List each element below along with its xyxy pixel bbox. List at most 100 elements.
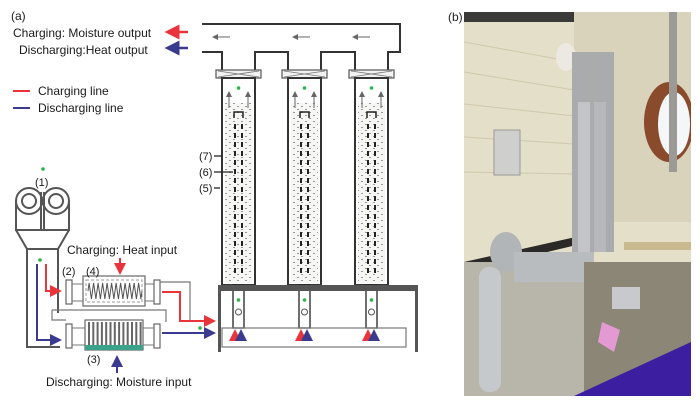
humidifier-fin: [118, 322, 121, 345]
sensor-dot: [302, 86, 307, 90]
heat-exchange-fin: [307, 196, 309, 201]
heat-exchange-fin: [241, 133, 243, 138]
heat-exchange-fin: [241, 241, 243, 246]
heat-exchange-fin: [300, 169, 302, 174]
heat-exchange-fin: [307, 268, 309, 273]
heat-exchange-fin: [234, 214, 236, 219]
humidifier-fin: [139, 322, 142, 345]
heat-exchange-fin: [234, 205, 236, 210]
heat-exchange-fin: [367, 151, 369, 156]
heat-exchange-fin: [234, 151, 236, 156]
component-label-7: (7): [199, 151, 212, 163]
sensor-dot: [302, 298, 307, 302]
heat-exchange-fin: [367, 250, 369, 255]
heat-exchange-fin: [241, 250, 243, 255]
heat-exchange-fin: [241, 187, 243, 192]
inlet-valve: [301, 308, 308, 316]
heat-exchange-fin: [374, 241, 376, 246]
heat-exchange-fin: [234, 196, 236, 201]
heat-exchange-fin: [300, 196, 302, 201]
component-label-6: (6): [199, 167, 212, 179]
heat-exchange-fin: [367, 142, 369, 147]
heat-exchange-fin: [307, 205, 309, 210]
heat-exchange-fin: [300, 133, 302, 138]
heat-exchange-fin: [241, 205, 243, 210]
charging-moisture-output-label: Charging: Moisture output: [13, 26, 152, 40]
heat-exchange-fin: [241, 232, 243, 237]
heat-exchange-fin: [367, 178, 369, 183]
heat-exchange-fin: [234, 232, 236, 237]
heat-exchange-fin: [241, 169, 243, 174]
heat-exchange-fin: [374, 160, 376, 165]
inlet-pipe: [232, 284, 245, 329]
base-plenum: [218, 285, 418, 352]
discharging-heat-output-label: Discharging:Heat output: [19, 43, 148, 57]
heat-exchange-fin: [307, 142, 309, 147]
sensor-dot: [198, 326, 202, 330]
heat-exchange-fin: [307, 169, 309, 174]
sensor-dot: [369, 86, 374, 90]
heat-exchange-fin: [300, 259, 302, 264]
heat-exchange-fin: [300, 142, 302, 147]
sensor-dot: [236, 298, 241, 302]
heat-exchange-fin: [374, 214, 376, 219]
heat-exchange-fin: [234, 241, 236, 246]
sorbent-bed: [358, 103, 385, 283]
heat-exchange-fin: [307, 259, 309, 264]
sensor-dot: [41, 167, 45, 171]
heat-exchange-fin: [367, 259, 369, 264]
heat-exchange-fin: [300, 232, 302, 237]
heat-exchange-fin: [300, 268, 302, 273]
panel-b-label: (b): [448, 10, 463, 24]
heat-exchange-fin: [367, 241, 369, 246]
heat-exchange-fin: [367, 205, 369, 210]
legend: Charging line Discharging line: [13, 84, 124, 115]
valve-cross: [350, 70, 393, 78]
heat-exchange-fin: [241, 214, 243, 219]
heat-exchange-fin: [307, 124, 309, 129]
heat-exchange-fin: [300, 250, 302, 255]
component-label-1: (1): [35, 177, 48, 189]
component-label-2: (2): [62, 266, 75, 278]
discharging-moisture-input-label: Discharging: Moisture input: [46, 375, 192, 389]
heat-exchange-fin: [241, 124, 243, 129]
heat-exchange-fin: [374, 178, 376, 183]
heat-exchange-fin: [374, 142, 376, 147]
reactor-columns: [215, 69, 395, 341]
inlet-valve: [235, 308, 242, 316]
heat-exchange-fin: [307, 187, 309, 192]
charging-heat-input-label: Charging: Heat input: [67, 243, 178, 257]
distributor-cap: [233, 111, 244, 118]
heater-unit: [65, 275, 161, 307]
heat-exchange-fin: [374, 196, 376, 201]
heat-exchange-fin: [367, 169, 369, 174]
reactor-column: [215, 69, 262, 341]
heat-exchange-fin: [367, 187, 369, 192]
heat-exchange-fin: [307, 160, 309, 165]
heat-exchange-fin: [307, 151, 309, 156]
heat-exchange-fin: [374, 250, 376, 255]
heat-exchange-fin: [374, 268, 376, 273]
heat-exchange-fin: [374, 133, 376, 138]
heat-exchange-fin: [234, 169, 236, 174]
component-label-5: (5): [199, 183, 212, 195]
humidifier-fin: [92, 322, 95, 345]
heat-exchange-fin: [307, 250, 309, 255]
legend-discharging-label: Discharging line: [38, 101, 124, 115]
heat-exchange-fin: [300, 205, 302, 210]
sorbent-bed: [225, 103, 252, 283]
inlet-pipe: [298, 284, 311, 329]
water-bath: [85, 345, 143, 350]
heat-exchange-fin: [300, 178, 302, 183]
heat-exchange-fin: [374, 223, 376, 228]
heat-exchange-fin: [374, 232, 376, 237]
heat-exchange-fin: [367, 214, 369, 219]
heat-exchange-fin: [300, 151, 302, 156]
heat-exchange-fin: [367, 232, 369, 237]
charging-flow-to-reactors: [162, 291, 216, 327]
valve-cross: [283, 70, 326, 78]
heat-exchange-fin: [374, 169, 376, 174]
outlet-manifold: [202, 23, 401, 70]
fan-unit: [15, 187, 70, 348]
